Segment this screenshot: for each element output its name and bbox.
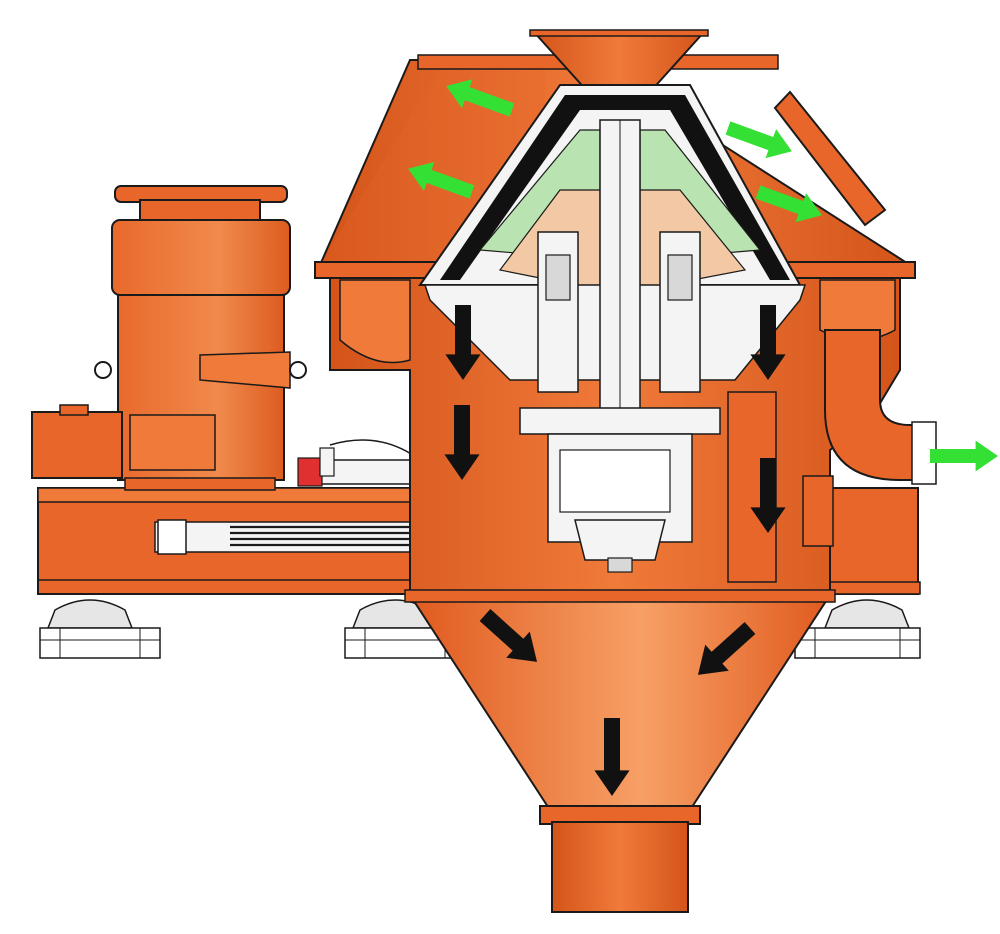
black-down-arrow-icon-left-mid-down [444,405,480,480]
side-port [773,90,887,227]
spindle-pulley [574,519,666,561]
outlet-elbow [824,329,921,481]
black-down-arrow-icon-cone-right-diag [697,622,756,675]
green-arrow-icon-top-right-lower [755,185,822,223]
green-arrow-icon-top-left-lower [408,161,475,199]
rotor-assembly [418,84,834,583]
motor-fan-cover [139,199,261,223]
feed-hopper [529,29,709,93]
discharge-spout [551,821,689,913]
left-pocket [339,279,411,364]
solids-flow-arrows [444,305,786,796]
hopper-rim [529,29,709,37]
black-down-arrow-icon-left-upper-down [445,305,481,380]
mount-left [39,599,161,659]
motor-panel [129,414,216,471]
black-down-arrow-icon-cone-center-down [594,718,630,796]
motor-terminal-lid [59,404,89,416]
bearing-left [545,254,571,301]
mount-right [794,599,921,659]
pulley-window [559,449,671,513]
black-down-arrow-icon-cone-left-diag [479,609,538,662]
motor-base [124,477,276,491]
green-arrow-icon-top-right-upper [725,121,792,159]
black-down-arrow-icon-right-mid-down [750,458,786,533]
black-down-arrow-icon-right-upper-down [750,305,786,380]
liquid-flow-arrows [408,79,998,472]
disc-stack-dark [440,95,790,280]
cone-rim [404,589,836,603]
spindle-tip [607,557,633,573]
pipe-red-band [297,457,323,487]
motor-pulley [157,519,187,555]
motor-terminal-box [31,411,123,479]
liquid-outlet [824,329,937,485]
access-door [802,475,834,547]
motor-nameplate [199,351,291,389]
bearing-right [667,254,693,301]
motor-lift-eye-left [94,361,112,379]
green-arrow-icon-top-left-upper [446,79,515,117]
motor-body [111,219,291,296]
motor-lift-eye-right [289,361,307,379]
drive-motor [31,185,307,491]
cable-upper [329,439,421,461]
drive-housing [519,407,721,435]
green-arrow-icon-outlet-right [930,440,998,472]
sensor-box [319,447,335,477]
